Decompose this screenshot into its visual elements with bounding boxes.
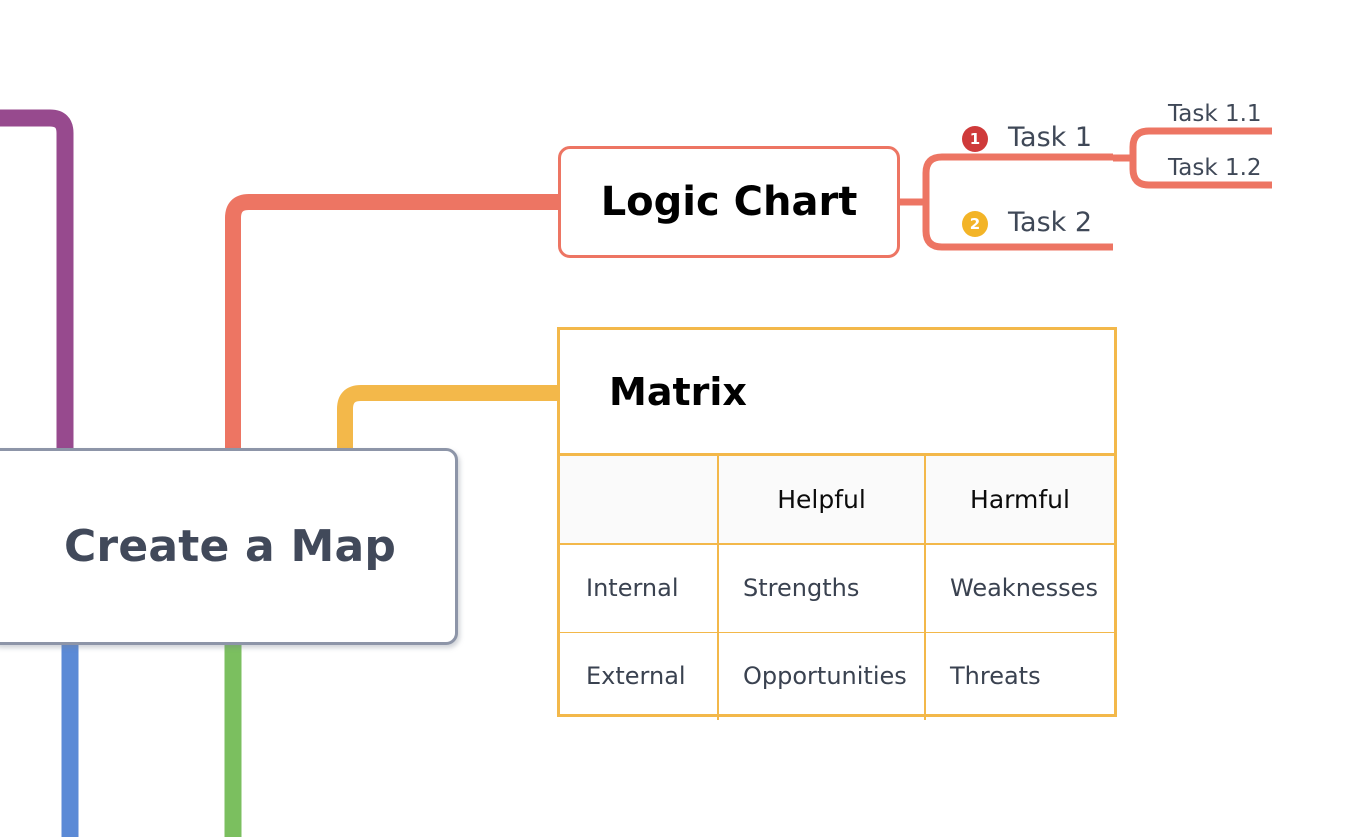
- matrix-row-internal: Internal Strengths Weaknesses: [560, 544, 1114, 633]
- root-node[interactable]: Create a Map: [0, 448, 458, 645]
- matrix-cell-internal: Internal: [560, 544, 719, 633]
- matrix-table: Helpful Harmful Internal Strengths Weakn…: [560, 456, 1114, 720]
- node-matrix[interactable]: Matrix Helpful Harmful Internal Strength…: [557, 327, 1117, 720]
- matrix-label-internal: Internal: [586, 574, 679, 603]
- matrix-cell-threats: Threats: [924, 632, 1114, 720]
- matrix-title-row: Matrix: [560, 330, 1114, 456]
- task-1-badge: 1: [962, 126, 988, 152]
- matrix-header-row: Helpful Harmful: [560, 456, 1114, 545]
- matrix-cell-external: External: [560, 632, 719, 720]
- matrix-cell-weaknesses: Weaknesses: [924, 544, 1114, 633]
- matrix-header-harmful-label: Harmful: [970, 485, 1070, 514]
- task-2-badge: 2: [962, 211, 988, 237]
- connector-purple: [0, 109, 74, 452]
- root-label: Create a Map: [63, 521, 397, 572]
- matrix-header-corner: [560, 456, 719, 545]
- task-1-1-label[interactable]: Task 1.1: [1168, 101, 1262, 127]
- matrix-label-strengths: Strengths: [743, 574, 860, 603]
- matrix-cell-opportunities: Opportunities: [717, 632, 926, 720]
- matrix-label-opportunities: Opportunities: [743, 662, 907, 691]
- matrix-header-helpful-label: Helpful: [777, 485, 866, 514]
- task-1-2-label[interactable]: Task 1.2: [1168, 155, 1262, 181]
- connector-salmon: [225, 194, 560, 452]
- logic-chart-label: Logic Chart: [600, 179, 858, 225]
- matrix-label-weaknesses: Weaknesses: [950, 574, 1098, 603]
- matrix-row-external: External Opportunities Threats: [560, 632, 1114, 720]
- matrix-label-external: External: [586, 662, 686, 691]
- matrix-cell-strengths: Strengths: [717, 544, 926, 633]
- matrix-label-threats: Threats: [950, 662, 1041, 691]
- matrix-header-harmful: Harmful: [924, 456, 1114, 545]
- node-logic-chart[interactable]: Logic Chart: [558, 146, 900, 258]
- matrix-title: Matrix: [609, 369, 747, 414]
- matrix-header-helpful: Helpful: [717, 456, 926, 545]
- task-1-label[interactable]: Task 1: [1008, 122, 1093, 153]
- connector-yellow: [337, 385, 576, 452]
- task-2-label[interactable]: Task 2: [1008, 207, 1093, 238]
